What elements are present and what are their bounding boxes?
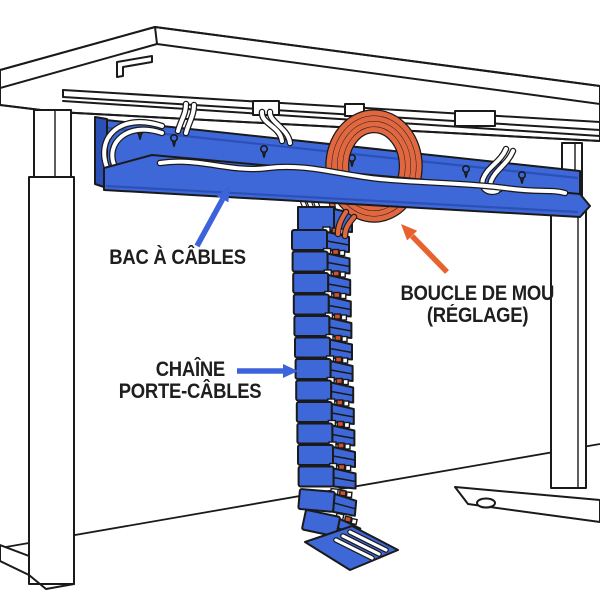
frame-rail-line (62, 100, 600, 137)
mounting-hook-bracket (116, 55, 153, 78)
leg-upper-column (33, 109, 72, 178)
tray-front-shade (105, 184, 579, 214)
slack-loop-tail (342, 214, 357, 239)
leg-foot (0, 544, 30, 576)
chain-arrow (237, 364, 298, 378)
slack-loop-tail (335, 209, 349, 237)
loop-arrow-head (401, 224, 418, 241)
cable-tray-front-rail (103, 154, 591, 218)
slack-loop-coil (326, 110, 422, 222)
tabletop-corner-edge (154, 26, 158, 45)
leg-foot-edge (28, 574, 75, 590)
leveling-glide (476, 497, 496, 509)
chain-foot (304, 525, 399, 571)
rail-clamp (252, 100, 280, 116)
tray-hanger-bracket (454, 110, 496, 127)
white-cables-front (156, 145, 569, 197)
cable-chain (291, 206, 399, 571)
leg-foot (454, 486, 600, 523)
chain-label-line2: PORTE-CÂBLES (118, 380, 262, 403)
tray-keyhole-slots (136, 127, 526, 184)
leg-lower-column (28, 176, 75, 585)
tray-front-wall (103, 154, 591, 218)
leg-lower-column (550, 205, 587, 489)
chain-label-line1: CHAÎNE (155, 358, 225, 381)
loop-label-line1: BOUCLE DE MOU (400, 282, 555, 305)
chain-arrow-head (283, 364, 298, 378)
frame-rail-line (62, 96, 600, 131)
desk-leg-left (0, 109, 75, 590)
frame-rail-line (62, 89, 600, 123)
chain-label: CHAÎNE PORTE-CÂBLES (100, 359, 280, 403)
tray-arrow-head (216, 185, 230, 203)
tray-label: BAC À CÂBLES (70, 247, 285, 269)
loop-arrow (401, 224, 449, 274)
loop-label: BOUCLE DE MOU (RÉGLAGE) (385, 283, 570, 327)
loop-label-line2: (RÉGLAGE) (426, 304, 529, 327)
tray-arrow (194, 185, 230, 248)
tray-label-text: BAC À CÂBLES (109, 246, 246, 269)
